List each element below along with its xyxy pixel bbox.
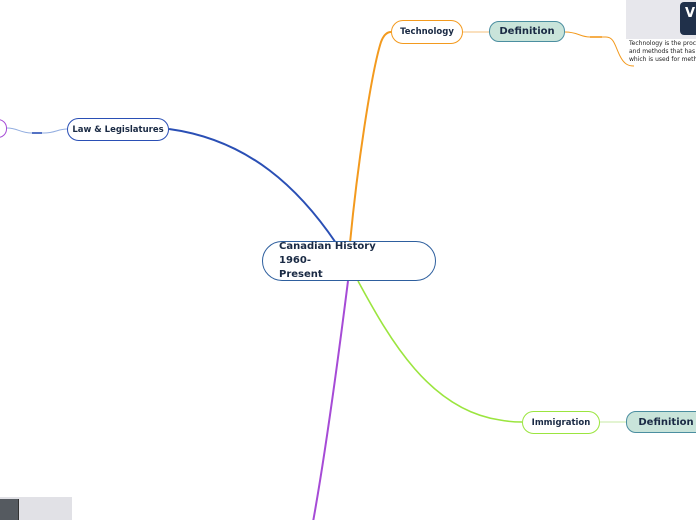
definition-text-line: which is used for metho [629,56,696,64]
photo-thumbnail [0,499,19,520]
connector-law [169,129,336,243]
connector-fourth-branch [313,281,348,520]
topic-technology[interactable]: Technology [391,20,463,44]
subtopic-technology-definition-label: Definition [499,26,554,37]
connector-immigration [358,281,522,422]
subtopic-immigration-definition-label: Definition [638,417,693,428]
definition-text-line: Technology is the process [629,40,696,48]
connector-technology [350,32,391,243]
topic-immigration[interactable]: Immigration [522,411,600,434]
definition-text-line: and methods that has b [629,48,696,56]
topic-immigration-label: Immigration [532,418,591,428]
central-topic-label: Canadian History 1960- Present [279,240,395,282]
subtopic-immigration-definition[interactable]: Definition [626,411,696,433]
topic-law-legislatures[interactable]: Law & Legislatures [67,118,169,141]
technology-definition-text: Technology is the process and methods th… [629,40,696,64]
image-icon-glyph: V [685,6,695,21]
subtopic-technology-definition[interactable]: Definition [489,21,565,42]
central-topic[interactable]: Canadian History 1960- Present [262,241,436,281]
topic-technology-label: Technology [400,27,454,37]
topic-law-legislatures-label: Law & Legislatures [72,125,163,135]
